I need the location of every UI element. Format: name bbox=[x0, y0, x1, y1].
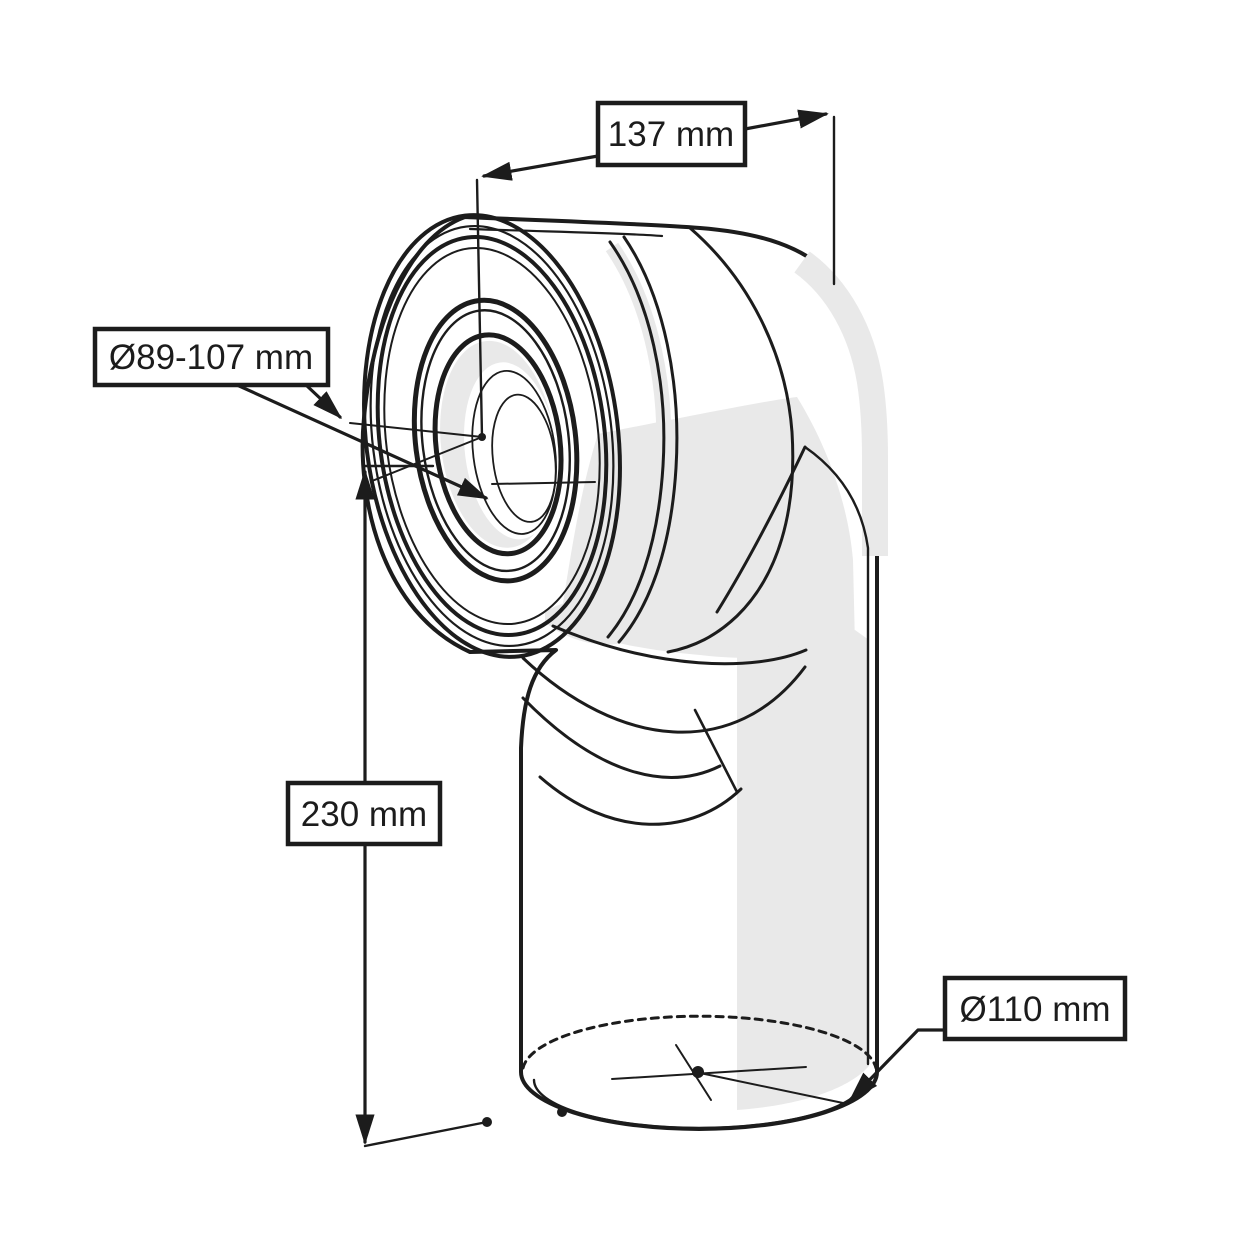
label-socket-diameter-box bbox=[92, 326, 331, 388]
label-width-text: 137 mm bbox=[608, 115, 734, 154]
dimension-annotations bbox=[235, 109, 948, 1148]
elbow-seam-lines bbox=[468, 226, 870, 1066]
extension-end-dot bbox=[482, 1117, 492, 1127]
leader-inner bbox=[235, 383, 489, 500]
reference-line-1 bbox=[349, 422, 483, 438]
label-height-text: 230 mm bbox=[301, 795, 427, 834]
pipe-shade-band bbox=[737, 630, 869, 1110]
corner-shade-band bbox=[794, 251, 888, 556]
width-dimension bbox=[475, 109, 836, 441]
leader-line bbox=[848, 1028, 948, 1102]
leader-outer bbox=[304, 383, 343, 419]
radius-line bbox=[699, 1072, 844, 1104]
bottom-opening bbox=[521, 1014, 878, 1130]
dimension-line-left bbox=[481, 154, 600, 181]
label-socket-diameter: Ø89-107 mm bbox=[92, 326, 331, 388]
outlet-diameter-leader bbox=[848, 1028, 948, 1102]
socket-diameter-leaders bbox=[235, 383, 596, 500]
center-ray-horizontal bbox=[611, 1066, 807, 1080]
label-height-box bbox=[285, 780, 443, 847]
label-outlet-diameter-text: Ø110 mm bbox=[959, 990, 1110, 1029]
inner-wall-arc bbox=[532, 1078, 866, 1130]
dimension-line-right bbox=[743, 109, 829, 131]
label-width-box bbox=[595, 100, 748, 168]
label-socket-diameter-text: Ø89-107 mm bbox=[109, 338, 313, 377]
label-outlet-diameter-box bbox=[942, 975, 1128, 1042]
extension-line-bottom bbox=[363, 1120, 489, 1148]
rim-reference-dot bbox=[557, 1107, 567, 1117]
center-ray-diagonal bbox=[675, 1044, 712, 1101]
reference-line-3 bbox=[491, 481, 596, 485]
label-width: 137 mm bbox=[595, 100, 748, 168]
label-outlet-diameter: Ø110 mm bbox=[942, 975, 1128, 1042]
label-height: 230 mm bbox=[285, 780, 443, 847]
extension-line-left bbox=[475, 178, 484, 439]
height-dimension bbox=[355, 464, 492, 1148]
elbow-body bbox=[360, 213, 888, 1131]
reference-line-2 bbox=[371, 436, 483, 482]
